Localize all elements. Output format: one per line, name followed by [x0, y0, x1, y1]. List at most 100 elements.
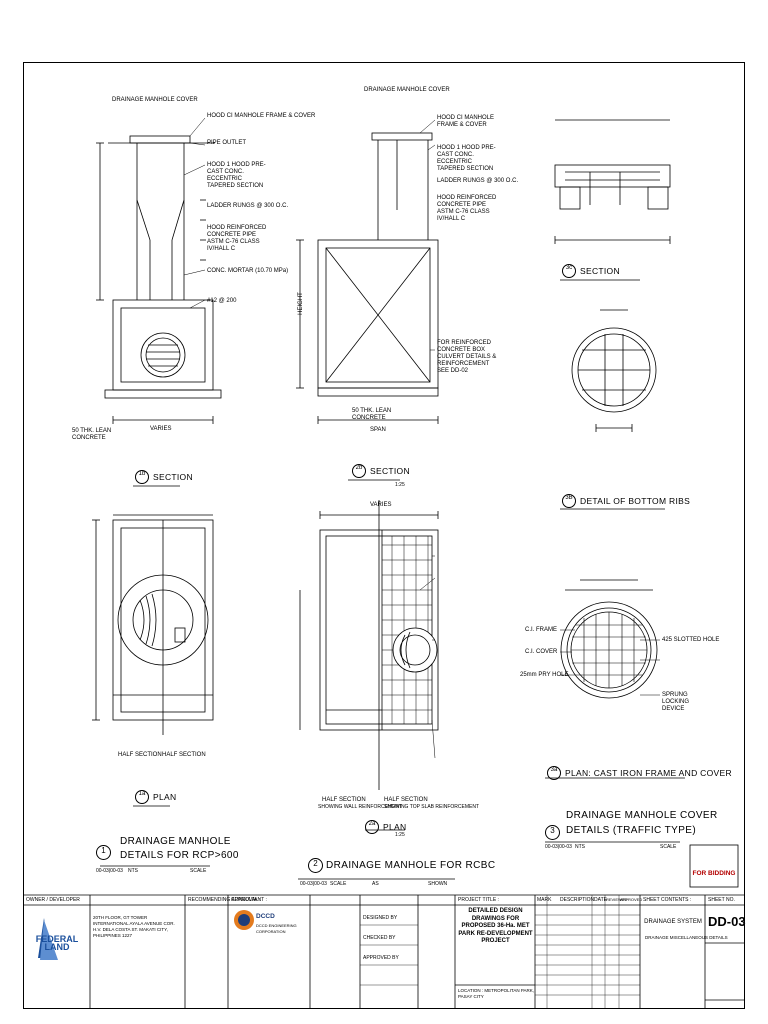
consultant-label: CONSULTANT :	[231, 897, 267, 903]
sheet-no-label: SHEET NO.	[708, 897, 735, 903]
project-title-label: PROJECT TITLE :	[458, 897, 499, 903]
section-2b-drawing	[296, 132, 439, 424]
note-pry-hole: 25mm PRY HOLE	[520, 672, 569, 678]
project-location: LOCATION : METROPOLITAN PARK, PASAY CITY	[458, 988, 535, 999]
note-hood-concrete-2: HOOD 1 HOOD PRE-CAST CONC. ECCENTRIC TAP…	[437, 145, 496, 172]
detail-3-number: 3	[545, 825, 560, 840]
rev-header-description: DESCRIPTION	[560, 897, 595, 903]
view-3b-name: DETAIL OF BOTTOM RIBS	[580, 496, 691, 506]
rev-header-reviewed: REVIEWED	[606, 897, 628, 902]
note-hood-frame: HOOD CI MANHOLE FRAME & COVER	[207, 113, 316, 119]
federal-land-logo-text: FEDERAL LAND	[35, 934, 79, 952]
view-2b-scale: 1:25	[395, 482, 405, 488]
consultant-logo: DCCD	[256, 913, 275, 920]
note-showing-wall: SHOWING WALL REINFORCEMENT	[318, 804, 403, 810]
note-ladder-rungs-2: LADDER RUNGS @ 300 O.C.	[437, 178, 519, 184]
note-half-plan-2: HALF SECTION	[384, 797, 428, 803]
bottom-ribs-drawing	[571, 309, 657, 432]
section-3c-drawing	[554, 119, 671, 244]
view-1a-name: PLAN	[153, 792, 177, 802]
detail-3-title-line2: DETAILS (TRAFFIC TYPE)	[566, 825, 697, 836]
view-2a-scale: 1:25	[395, 832, 405, 838]
detail-1-title-line1: DRAINAGE MANHOLE	[120, 836, 231, 847]
note-ci-frame: C.I. FRAME	[525, 627, 558, 633]
view-2b-tag: 2b	[352, 464, 366, 478]
project-title: DETAILED DESIGN DRAWINGS FOR PROPOSED 36…	[458, 908, 533, 944]
note-rcbc: FOR REINFORCED CONCRETE BOX CULVERT DETA…	[437, 340, 497, 374]
view-3b-tag: 3B	[562, 494, 576, 508]
note-varies: VARIES	[150, 426, 172, 432]
note-locking-device: SPRUNG LOCKING DEVICE	[662, 692, 690, 712]
recommending-label: RECOMMENDING APPROVAL :	[188, 897, 261, 903]
detail-1-scale-label: SCALE	[190, 868, 207, 874]
owner-address: 20TH FLOOR, GT TOWER INTERNATIONAL AYALA…	[93, 915, 175, 938]
note-conc-mortar: CONC. MORTAR (10.70 MPa)	[207, 268, 289, 274]
detail-1-title-line2: DETAILS FOR RCP>600	[120, 850, 239, 861]
view-2a-name: PLAN	[383, 822, 407, 832]
note-hood-frame-2: HOOD CI MANHOLE FRAME & COVER	[437, 115, 495, 128]
view-2a-tag: 2a	[365, 820, 379, 834]
detail-2-shown: SHOWN	[428, 881, 448, 887]
plan-1a-drawing	[92, 514, 214, 735]
detail-2-title: DRAINAGE MANHOLE FOR RCBC	[326, 860, 496, 871]
view-3c-name: SECTION	[580, 266, 620, 276]
detail-2-number: 2	[308, 858, 323, 873]
note-varies-2: VARIES	[370, 502, 392, 508]
note-half-plan-1: HALF SECTION	[162, 752, 206, 758]
note-lean-concrete: 50 THK. LEAN CONCRETE	[72, 428, 112, 441]
sheet-number: DD-03	[708, 914, 746, 929]
detail-1-scale-value: NTS	[128, 868, 138, 874]
rev-header-date: DATE	[594, 897, 607, 903]
note-height: HEIGHT	[297, 292, 304, 315]
note-drainage-cover-2: DRAINAGE MANHOLE COVER	[364, 87, 450, 93]
rev-header-mark: MARK	[537, 897, 552, 903]
note-showing-top: SHOWING TOP SLAB REINFORCEMENT	[384, 804, 480, 810]
designed-by: DESIGNED BY	[363, 915, 398, 921]
for-bidding-stamp: FOR BIDDING	[692, 870, 736, 877]
note-ci-cover: C.I. COVER	[525, 649, 558, 655]
view-1b-tag: 1b	[135, 470, 149, 484]
view-3c-tag: 3c	[562, 264, 576, 278]
plan-3a-drawing	[560, 579, 658, 699]
detail-3-ref: 00-03|00-03	[545, 844, 572, 850]
detail-1-number: 1	[96, 845, 111, 860]
note-hood-reinforced-2: HOOD REINFORCED CONCRETE PIPE ASTM C-76 …	[437, 195, 497, 222]
note-drainage-cover: DRAINAGE MANHOLE COVER	[112, 97, 198, 103]
checked-by: CHECKED BY	[363, 935, 396, 941]
sheet-contents: DRAINAGE SYSTEM	[644, 919, 702, 925]
view-1b-name: SECTION	[153, 472, 193, 482]
note-pipe-outlet: PIPE OUTLET	[207, 140, 247, 146]
note-slotted-hole: 425 SLOTTED HOLE	[662, 637, 720, 643]
rev-header-approved: APPROVED	[620, 897, 643, 902]
plan-2a-drawing	[299, 500, 439, 790]
owner-label: OWNER / DEVELOPER	[26, 897, 80, 903]
note-half-section-1: HALF SECTION	[118, 752, 162, 758]
note-hood-concrete: HOOD 1 HOOD PRE-CAST CONC. ECCENTRIC TAP…	[207, 162, 266, 189]
note-span: SPAN	[370, 427, 386, 433]
note-lean-concrete-2: 50 THK. LEAN CONCRETE	[352, 408, 392, 421]
detail-3-title-line1: DRAINAGE MANHOLE COVER	[566, 810, 718, 821]
approved-by: APPROVED BY	[363, 955, 399, 961]
section-1b-drawing	[96, 135, 222, 424]
note-weep: #12 @ 200	[207, 298, 237, 304]
federal-land-logo-mark	[38, 918, 58, 960]
note-ladder-rungs: LADDER RUNGS @ 300 O.C.	[207, 203, 289, 209]
detail-3-scale-value: NTS	[575, 844, 585, 850]
detail-2-scale-value: AS	[372, 881, 379, 887]
view-3a-name: PLAN: CAST IRON FRAME AND COVER	[565, 768, 732, 778]
view-1a-tag: 1a	[135, 790, 149, 804]
note-hood-reinforced: HOOD REINFORCED CONCRETE PIPE ASTM C-76 …	[207, 225, 267, 252]
drawing-sheet	[23, 62, 745, 1009]
sheet-contents-label: SHEET CONTENTS :	[643, 897, 692, 903]
view-2b-name: SECTION	[370, 466, 410, 476]
dccd-logo-mark	[234, 910, 254, 930]
sheet-sub: DRAINAGE MISCELLANEOUS DETAILS	[645, 935, 728, 940]
detail-2-scale-label: SCALE	[330, 881, 347, 887]
detail-2-ref: 00-03|00-03	[300, 881, 327, 887]
view-3a-tag: 3a	[547, 766, 561, 780]
detail-1-ref: 00-03|00-03	[96, 868, 123, 874]
detail-3-scale-label: SCALE	[660, 844, 677, 850]
consultant-name: DCCD ENGINEERING CORPORATION	[256, 923, 297, 934]
note-half-section-2: HALF SECTION	[322, 797, 366, 803]
